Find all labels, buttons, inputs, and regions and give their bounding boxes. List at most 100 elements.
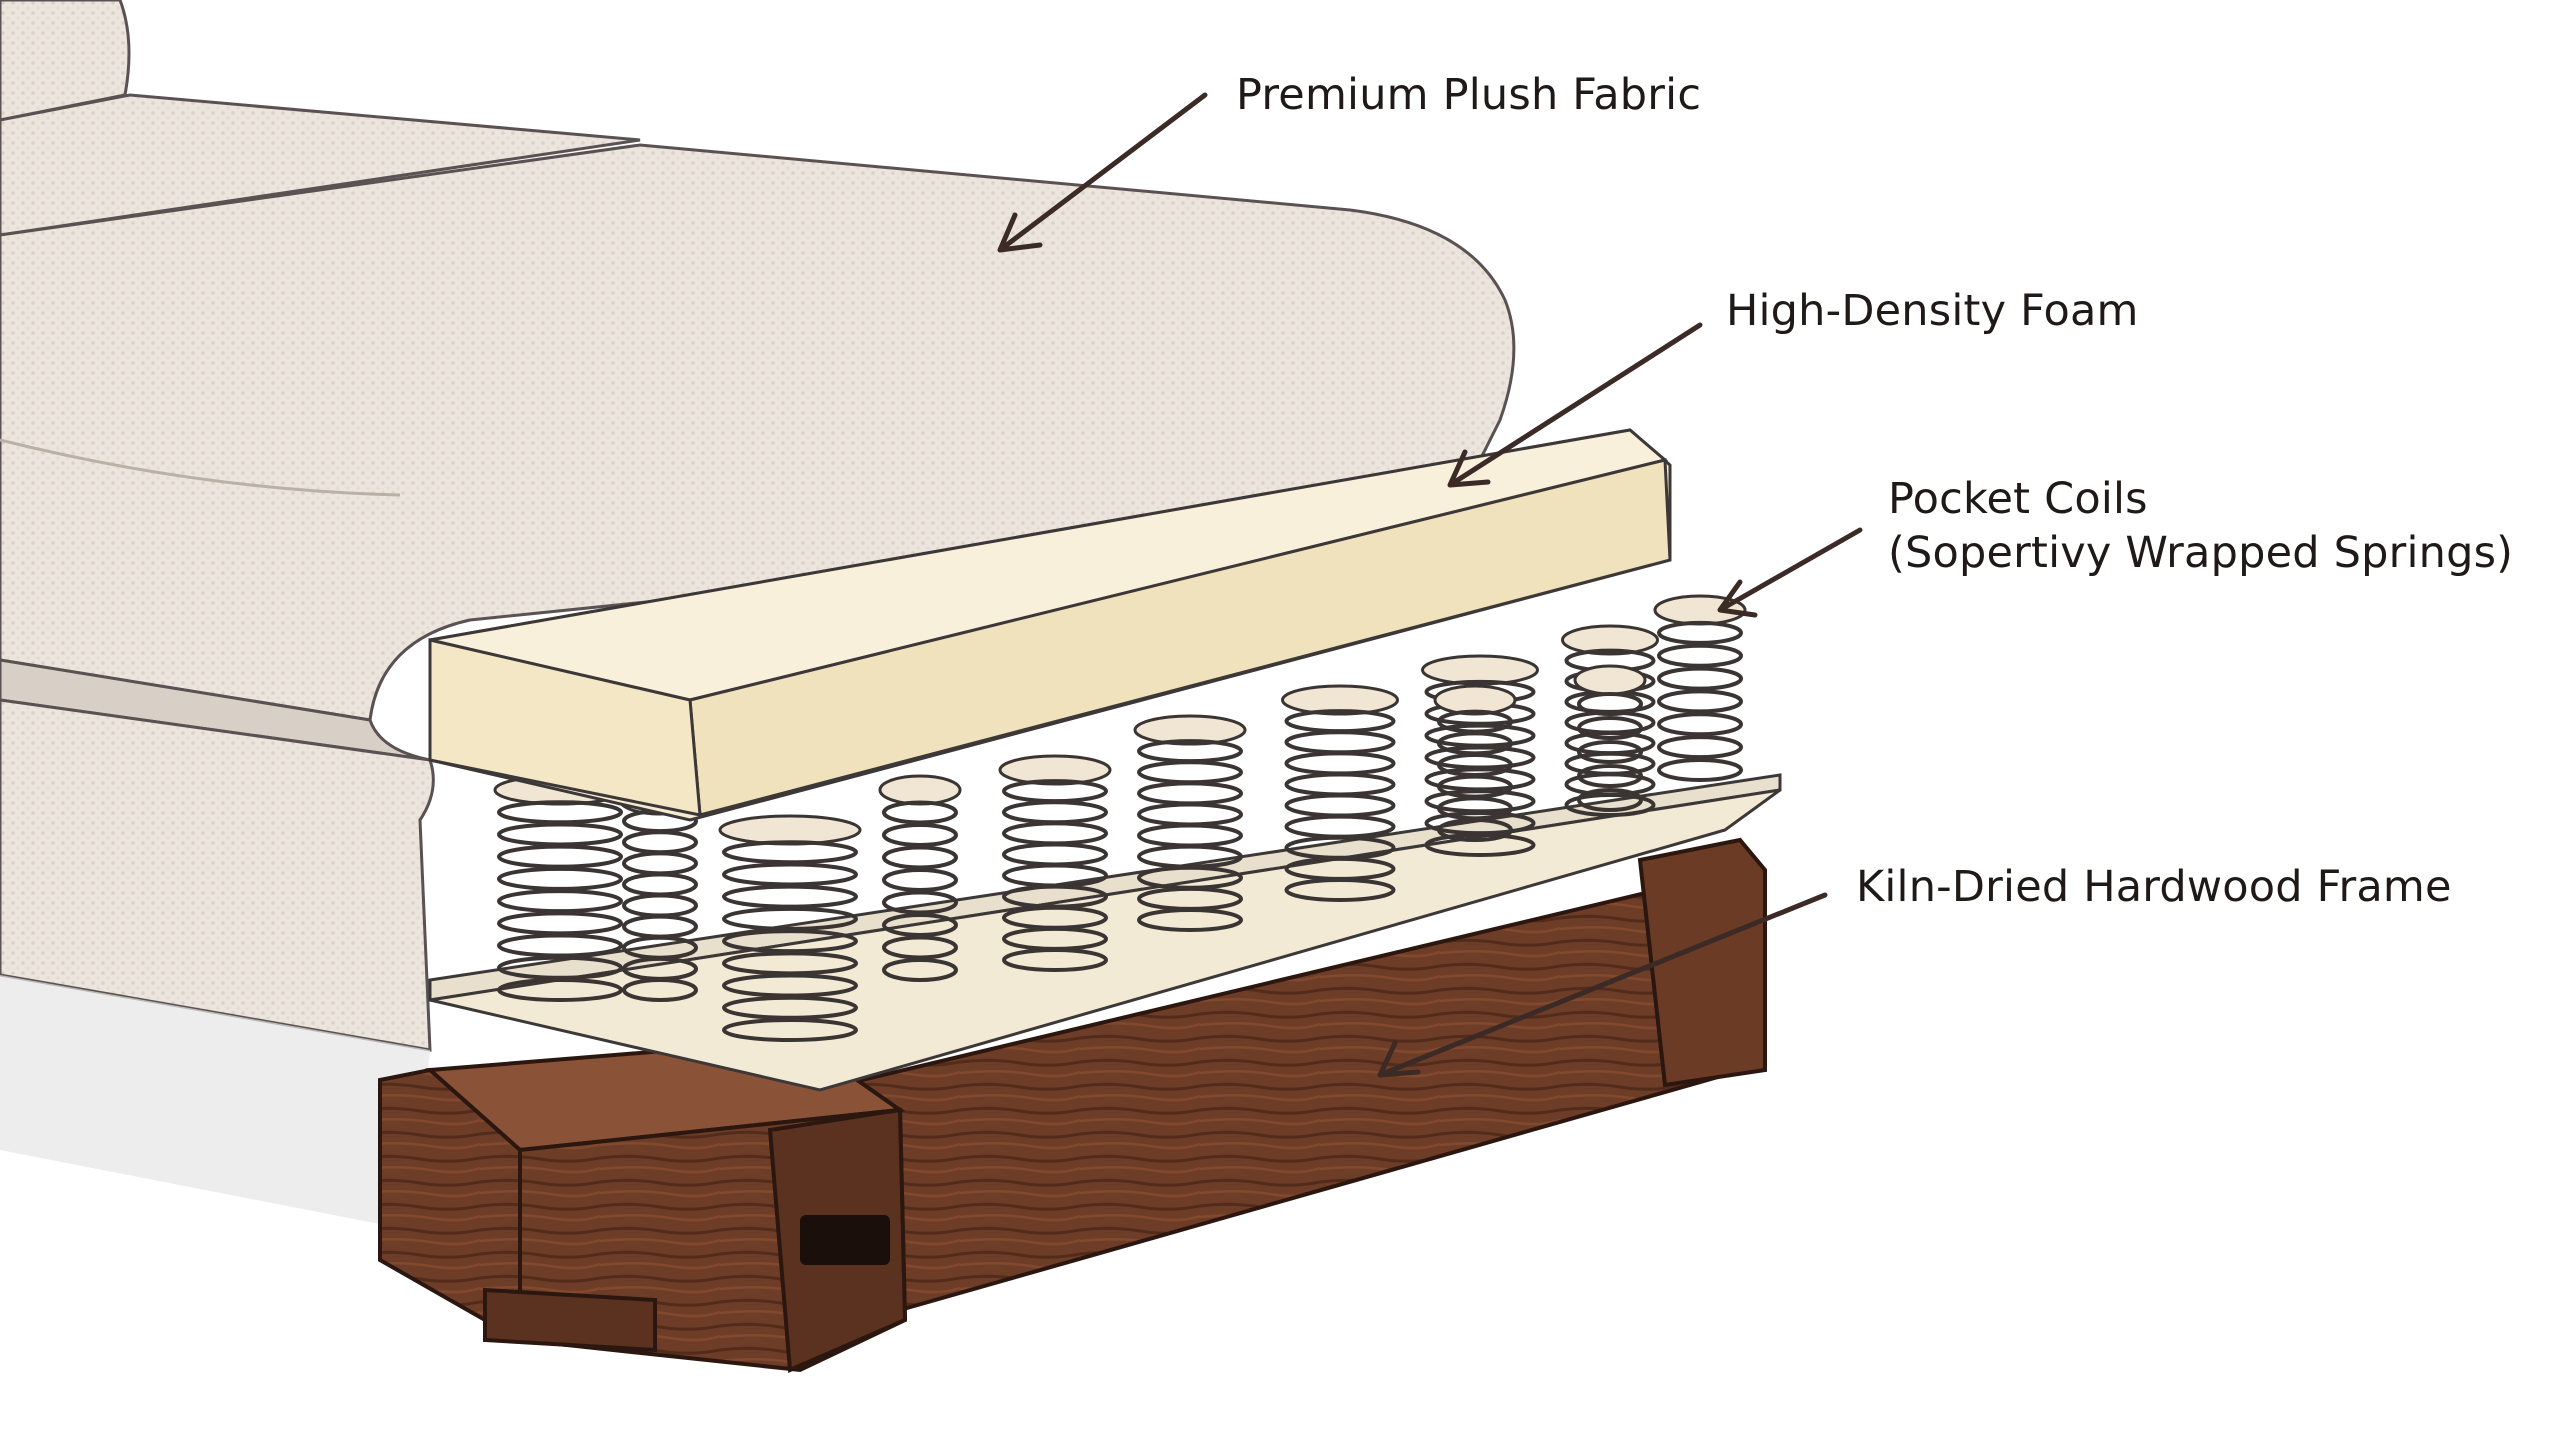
leader-arrows (997, 92, 1863, 1078)
hardwood-frame (378, 837, 1767, 1373)
coil-turn (722, 929, 858, 954)
label-pocket-coils-line1: Pocket Coils (1888, 474, 2148, 524)
coil-turn (1137, 908, 1243, 932)
label-pocket-coils-line2: (Sopertivy Wrapped Springs) (1888, 528, 2514, 578)
coil-turn (1657, 666, 1743, 691)
coil-turn (497, 955, 623, 980)
coil-cap (1133, 714, 1247, 746)
coil-turn (1002, 863, 1108, 888)
coil-turn (722, 862, 858, 887)
label-premium-plush-fabric: Premium Plush Fabric (1236, 70, 1702, 120)
coil-spring (1653, 594, 1747, 782)
coil-turn (497, 822, 623, 847)
coil-turn (882, 823, 958, 847)
coil-turn (1657, 689, 1743, 714)
coil-turn (882, 958, 958, 982)
coil-turn (1424, 767, 1536, 792)
coil-turn (1284, 730, 1396, 755)
coil-turn (497, 978, 623, 1002)
coil-turn (497, 866, 623, 891)
base-cushion (0, 698, 435, 1230)
coil-cap (718, 814, 862, 846)
coil-turn (1657, 643, 1743, 668)
coil-turn (1657, 620, 1743, 645)
label-high-density-foam: High-Density Foam (1726, 286, 2139, 336)
coil-spring (1281, 684, 1399, 902)
coil-turn (1137, 823, 1243, 848)
coil-turn (1577, 692, 1643, 716)
coil-turn (1284, 878, 1396, 902)
coil-turn (882, 845, 958, 870)
coil-turn (1002, 948, 1108, 972)
coil-turn (722, 995, 858, 1020)
seat-cushion (0, 143, 1516, 762)
coil-turn (1577, 740, 1643, 764)
coil-turn (1424, 723, 1536, 748)
coil-turn (622, 830, 698, 855)
coil-turn (497, 911, 623, 936)
coil-turn (1284, 814, 1396, 839)
coil-turn (1424, 789, 1536, 814)
coil-turn (497, 933, 623, 958)
coil-turn (882, 935, 958, 960)
label-kiln-dried-hardwood-frame: Kiln-Dried Hardwood Frame (1856, 862, 2452, 912)
arrow-frame (1377, 892, 1828, 1078)
coil-turn (722, 884, 858, 909)
coil-turn (1137, 781, 1243, 806)
label-pocket-coils: Pocket Coils (Sopertivy Wrapped Springs) (1888, 472, 2513, 580)
coil-turn (1424, 833, 1536, 857)
coil-spring (878, 774, 962, 982)
coil-turn (722, 973, 858, 998)
coil-spring (998, 754, 1112, 972)
coil-cap (1573, 664, 1647, 696)
coil-turn (722, 1018, 858, 1042)
coil-turn (497, 889, 623, 914)
coil-turn (622, 914, 698, 939)
coil-spring (1561, 624, 1659, 817)
coil-turn (882, 800, 958, 825)
coil-turn (1564, 793, 1656, 817)
coil-turn (497, 800, 623, 825)
coil-turn (1002, 842, 1108, 867)
sofa-backrest (0, 0, 641, 237)
coil-spring (1133, 714, 1247, 932)
coil-turn (1657, 735, 1743, 760)
coil-turn (1137, 760, 1243, 785)
coil-turn (882, 868, 958, 892)
arrow-foam (1447, 322, 1703, 488)
coil-cap (998, 754, 1112, 786)
coil-turn (1284, 772, 1396, 797)
coil-turn (1137, 802, 1243, 827)
coil-turn (722, 840, 858, 865)
coil-spring (1433, 684, 1517, 842)
coil-turn (882, 913, 958, 937)
coil-turn (622, 851, 698, 876)
pocket-coils (493, 594, 1747, 1042)
coil-cap (1433, 684, 1517, 716)
coil-turn (622, 978, 698, 1002)
coil-turn (622, 872, 698, 897)
coil-turn (1002, 821, 1108, 846)
coil-turn (1424, 745, 1536, 770)
coil-cap (878, 774, 962, 806)
coil-turn (882, 890, 958, 915)
coil-turn (1284, 793, 1396, 818)
coil-turn (497, 844, 623, 869)
coil-cap (1281, 684, 1399, 716)
coil-cap (1421, 654, 1539, 686)
arrow-fabric (997, 92, 1208, 253)
coil-turn (1577, 764, 1643, 788)
coil-turn (1002, 800, 1108, 825)
foam-layer (428, 428, 1672, 822)
coil-turn (1657, 712, 1743, 737)
coil-turn (722, 951, 858, 976)
coil-spring (718, 814, 862, 1042)
coil-turn (622, 893, 698, 918)
coil-turn (1577, 788, 1643, 812)
coil-cap (1561, 624, 1659, 656)
coil-turn (1284, 751, 1396, 776)
coil-turn (1577, 716, 1643, 740)
coil-turn (722, 906, 858, 931)
